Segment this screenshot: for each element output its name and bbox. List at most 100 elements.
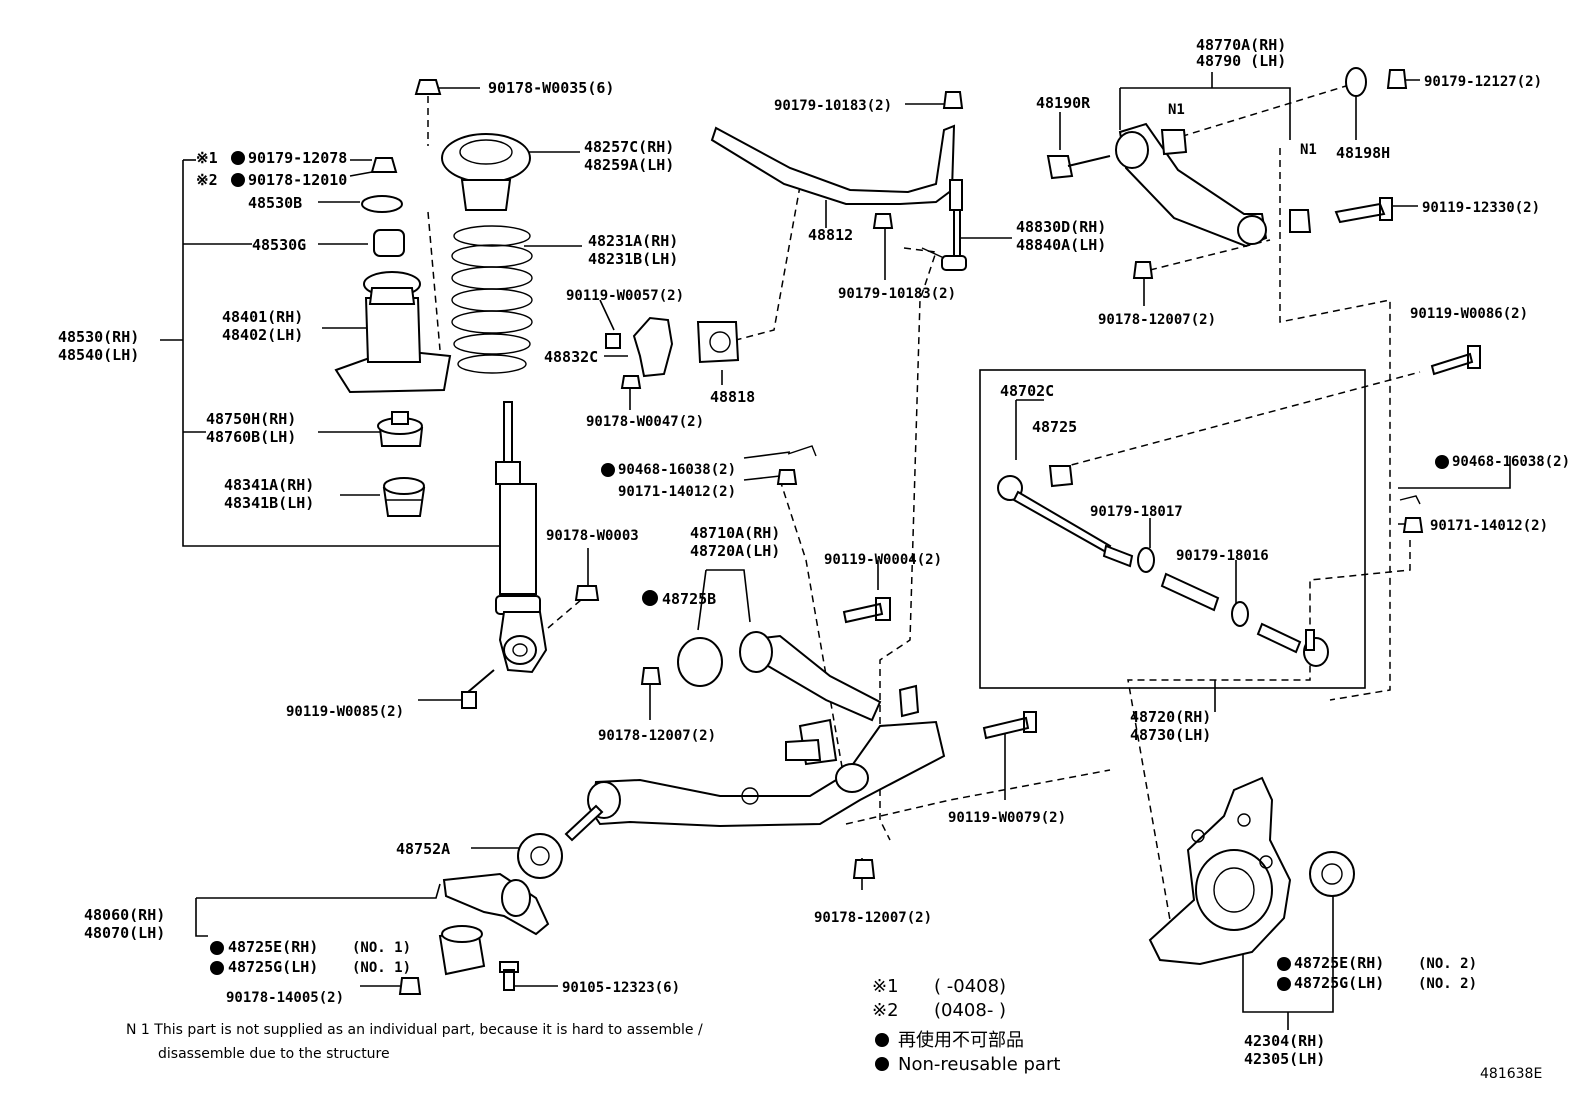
part-label: 48832C xyxy=(544,348,598,366)
part-label: 90179-10183(2) xyxy=(774,98,892,114)
part-label: ※1 xyxy=(196,149,218,167)
bolt-icon xyxy=(982,711,1037,740)
part-label: 90179-18017 xyxy=(1090,504,1183,520)
part-label: 48070(LH) xyxy=(84,924,165,942)
bushing-icon xyxy=(739,631,773,673)
part-label: 90178-W0035(6) xyxy=(488,79,614,97)
part-label: 48257C(RH) xyxy=(584,138,674,156)
part-shapes xyxy=(334,67,1481,995)
bushing-no2-icon xyxy=(1309,851,1355,897)
nut-icon xyxy=(1402,517,1424,533)
footnote-line-2: disassemble due to the structure xyxy=(158,1046,390,1062)
clip-icon xyxy=(1399,495,1421,505)
part-label: 48702C xyxy=(1000,382,1054,400)
part-label: 90178-12007(2) xyxy=(1098,312,1216,328)
legend-dot-jp: 再使用不可部品 xyxy=(898,1030,1024,1051)
part-label: 48401(RH) xyxy=(222,308,303,326)
part-label: 48530G xyxy=(252,236,306,254)
non-reusable-dot-icon xyxy=(642,590,658,606)
part-label: 90171-14012(2) xyxy=(1430,518,1548,534)
stopper-icon xyxy=(382,477,426,517)
spring-seat-icon xyxy=(441,133,531,183)
part-label: 48231B(LH) xyxy=(588,250,678,268)
part-label: 48341A(RH) xyxy=(224,476,314,494)
leader-lines xyxy=(160,72,1511,1030)
bolt-icon xyxy=(461,669,495,709)
nut-icon xyxy=(620,375,642,389)
part-label: 42305(LH) xyxy=(1244,1050,1325,1068)
part-label: 90119-W0004(2) xyxy=(824,552,942,568)
legend-mark1-symbol: ※1 xyxy=(872,976,899,997)
non-reusable-dot-icon xyxy=(210,961,224,975)
bushing-no1-icon xyxy=(438,925,486,976)
toothed-washer-icon xyxy=(517,833,563,879)
bushing-icon xyxy=(1048,465,1074,488)
part-label: 90179-18016 xyxy=(1176,548,1269,564)
non-reusable-markers xyxy=(210,151,1449,1071)
part-label: 48818 xyxy=(710,388,755,406)
part-label: 48790 (LH) xyxy=(1196,52,1286,70)
nut-icon xyxy=(370,157,398,173)
non-reusable-dot-icon xyxy=(875,1033,889,1047)
bump-stopper-icon xyxy=(377,411,424,447)
part-label: 48752A xyxy=(396,840,450,858)
part-label: 48402(LH) xyxy=(222,326,303,344)
stabilizer-bushing-icon xyxy=(696,321,740,364)
bushing-icon xyxy=(677,637,723,687)
part-label: 48530(RH) xyxy=(58,328,139,346)
non-reusable-dot-icon xyxy=(1277,977,1291,991)
part-label: (NO. 1) xyxy=(352,940,411,956)
part-label: N1 xyxy=(1300,142,1317,158)
part-label: 90178-W0047(2) xyxy=(586,414,704,430)
part-label: 48840A(LH) xyxy=(1016,236,1106,254)
nut-icon xyxy=(852,859,876,879)
non-reusable-dot-icon xyxy=(231,151,245,165)
toe-link-icon xyxy=(997,475,1329,667)
cam-bolt-icon xyxy=(1046,155,1111,180)
bolt-icon xyxy=(605,333,621,349)
part-label: 48198H xyxy=(1336,144,1390,162)
part-label: 90178-12010 xyxy=(248,171,347,189)
nut-icon xyxy=(776,469,798,485)
part-label: 90468-16038(2) xyxy=(1452,454,1570,470)
part-label: 48530B xyxy=(248,194,302,212)
part-label: 90178-12007(2) xyxy=(814,910,932,926)
legend-dot-en: Non-reusable part xyxy=(898,1054,1060,1075)
part-label: 48830D(RH) xyxy=(1016,218,1106,236)
part-label: 48060(RH) xyxy=(84,906,165,924)
non-reusable-dot-icon xyxy=(1435,455,1449,469)
shock-absorber-icon xyxy=(495,401,548,674)
stabilizer-link-icon xyxy=(921,179,967,271)
footnote: N 1 This part is not supplied as an indi… xyxy=(126,1022,703,1062)
part-label: 90178-W0003 xyxy=(546,528,639,544)
part-label: 90178-14005(2) xyxy=(226,990,344,1006)
part-label: 48231A(RH) xyxy=(588,232,678,250)
legend-mark1-range: ( -0408) xyxy=(934,976,1006,997)
part-label: 90119-W0079(2) xyxy=(948,810,1066,826)
part-label: 48725 xyxy=(1032,418,1077,436)
stabilizer-bar-icon xyxy=(710,124,956,205)
legend: ※1 ( -0408) ※2 (0408- ) 再使用不可部品 Non-reus… xyxy=(872,976,1060,1075)
part-label: 90179-10183(2) xyxy=(838,286,956,302)
part-label: 48720(RH) xyxy=(1130,708,1211,726)
footnote-line-1: N 1 This part is not supplied as an indi… xyxy=(126,1022,703,1038)
part-label: 42304(RH) xyxy=(1244,1032,1325,1050)
part-label: 90171-14012(2) xyxy=(618,484,736,500)
diagram-code: 481638E xyxy=(1480,1066,1542,1082)
part-label: 48720A(LH) xyxy=(690,542,780,560)
part-label: 90179-12078 xyxy=(248,149,347,167)
clip-icon xyxy=(787,445,817,457)
part-label: 90119-W0057(2) xyxy=(566,288,684,304)
part-label: N1 xyxy=(1168,102,1185,118)
part-label: 48259A(LH) xyxy=(584,156,674,174)
part-label: 48190R xyxy=(1036,94,1091,112)
part-labels: 90178-W0035(6) ※1 90179-12078 ※2 90178-1… xyxy=(58,36,1570,1068)
part-label: 90119-12330(2) xyxy=(1422,200,1540,216)
non-reusable-dot-icon xyxy=(601,463,615,477)
part-label: 48770A(RH) xyxy=(1196,36,1286,54)
washer-icon xyxy=(361,195,403,213)
bolt-icon xyxy=(564,804,604,842)
toe-link-box xyxy=(979,369,1366,689)
assembly-dashed-lines xyxy=(427,85,1421,921)
